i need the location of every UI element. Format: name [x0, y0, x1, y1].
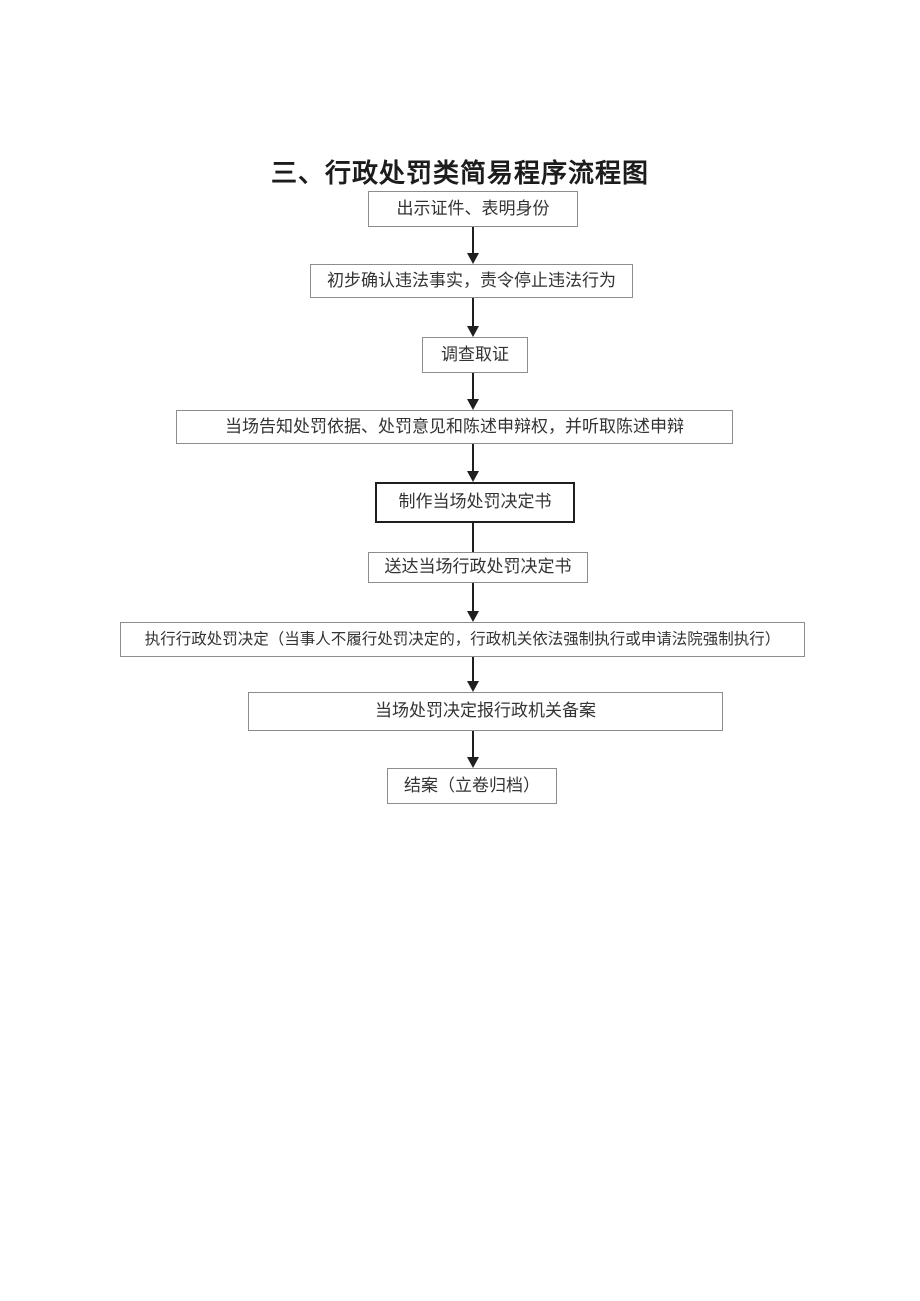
arrow-down-icon — [467, 757, 479, 768]
flow-node-confirm-facts: 初步确认违法事实，责令停止违法行为 — [310, 264, 633, 298]
flow-node-report-for-record: 当场处罚决定报行政机关备案 — [248, 692, 723, 731]
connector-line — [472, 523, 474, 552]
flow-node-show-credentials: 出示证件、表明身份 — [368, 191, 578, 227]
flow-connector-4 — [466, 444, 480, 482]
arrow-line — [472, 227, 474, 254]
flow-connector-8 — [466, 731, 480, 768]
arrow-line — [472, 298, 474, 327]
flow-connector-6 — [466, 583, 480, 622]
flow-connector-1 — [466, 227, 480, 264]
flow-node-inform-rights: 当场告知处罚依据、处罚意见和陈述申辩权，并听取陈述申辩 — [176, 410, 733, 444]
arrow-down-icon — [467, 471, 479, 482]
flow-node-execute-decision: 执行行政处罚决定（当事人不履行处罚决定的，行政机关依法强制执行或申请法院强制执行… — [120, 622, 805, 657]
arrow-line — [472, 583, 474, 612]
arrow-down-icon — [467, 681, 479, 692]
flow-node-deliver-decision: 送达当场行政处罚决定书 — [368, 552, 588, 583]
flow-node-close-case: 结案（立卷归档） — [387, 768, 557, 804]
flow-node-make-decision: 制作当场处罚决定书 — [375, 482, 575, 523]
arrow-down-icon — [467, 326, 479, 337]
arrow-down-icon — [467, 399, 479, 410]
flow-connector-5 — [466, 523, 480, 552]
flow-connector-3 — [466, 373, 480, 410]
arrow-line — [472, 444, 474, 472]
arrow-down-icon — [467, 253, 479, 264]
flow-connector-7 — [466, 657, 480, 692]
flow-node-investigate: 调查取证 — [422, 337, 528, 373]
arrow-line — [472, 373, 474, 400]
arrow-line — [472, 731, 474, 758]
arrow-down-icon — [467, 611, 479, 622]
page-title: 三、行政处罚类简易程序流程图 — [270, 159, 649, 188]
arrow-line — [472, 657, 474, 682]
flow-connector-2 — [466, 298, 480, 337]
